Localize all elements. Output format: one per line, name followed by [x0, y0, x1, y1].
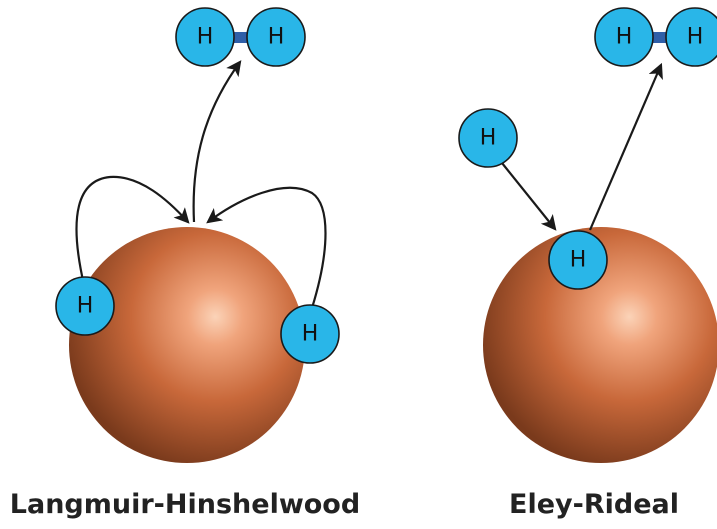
- eley-rideal-caption: Eley-Rideal: [509, 489, 679, 520]
- adsorbed-hydrogen-atom-left: [55, 276, 115, 336]
- arrow-desorption-h2: [588, 62, 663, 231]
- hydrogen-atom-label: H: [77, 294, 94, 319]
- catalyst-sphere: [483, 227, 717, 463]
- langmuir-hinshelwood-caption: Langmuir-Hinshelwood: [10, 489, 360, 520]
- hydrogen-atom: [175, 7, 235, 67]
- h2-molecule: H H: [175, 7, 306, 67]
- hydrogen-atom-label: H: [302, 322, 319, 347]
- gas-phase-hydrogen-atom: [458, 108, 518, 168]
- arrow-desorption-h2: [192, 60, 242, 223]
- arrow-left-h-to-surface: [75, 175, 190, 286]
- arrow-right-h-to-surface: [206, 186, 327, 309]
- hydrogen-atom-label: H: [480, 126, 497, 151]
- hydrogen-atom: [665, 7, 717, 67]
- hydrogen-atom: [246, 7, 306, 67]
- hydrogen-atom-label: H: [268, 25, 285, 50]
- hydrogen-atom-label: H: [197, 25, 214, 50]
- h2-molecule: H H: [594, 7, 717, 67]
- h-h-bond: [224, 32, 254, 43]
- hydrogen-atom: [594, 7, 654, 67]
- hydrogen-atom-label: H: [687, 25, 704, 50]
- h-h-bond: [644, 32, 674, 43]
- arrow-gas-h-to-surface: [501, 162, 557, 231]
- hydrogen-atom-label: H: [570, 248, 587, 273]
- catalyst-sphere: [69, 227, 305, 463]
- adsorbed-hydrogen-atom: [548, 230, 608, 290]
- langmuir-hinshelwood-panel: H H H H Langmuir-Hinshelwood: [10, 7, 360, 520]
- eley-rideal-panel: H H H H Eley-Rideal: [458, 7, 717, 520]
- adsorbed-hydrogen-atom-right: [280, 304, 340, 364]
- hydrogen-atom-label: H: [616, 25, 633, 50]
